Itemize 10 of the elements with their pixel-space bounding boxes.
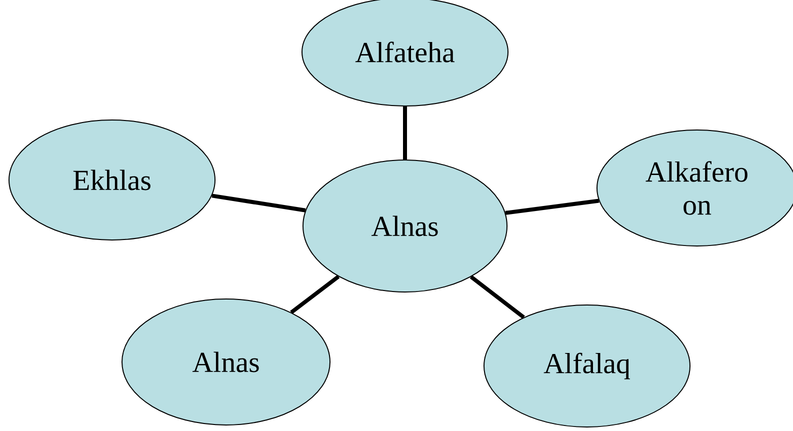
ellipse-node: Alnas [122, 298, 330, 426]
ellipse-node: Alnas [302, 160, 508, 292]
ellipse-node: Alkafero on [596, 130, 793, 246]
ellipse-node: Alfalaq [484, 304, 690, 428]
connector-line [505, 198, 600, 215]
connector-line [212, 194, 306, 212]
connector-line [470, 275, 525, 319]
connector-line [403, 106, 407, 160]
ellipse-node: Ekhlas [8, 120, 216, 240]
connector-line [290, 274, 340, 314]
